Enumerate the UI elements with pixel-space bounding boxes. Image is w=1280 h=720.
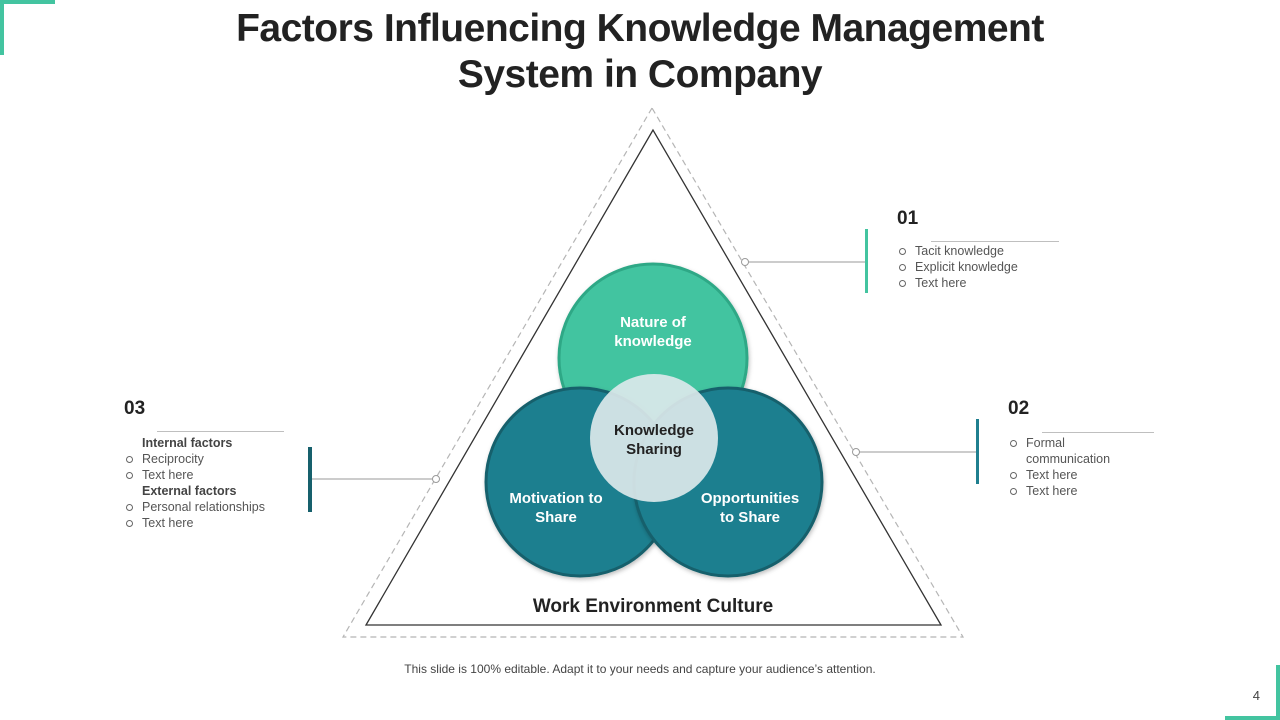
panel-02-list: Formal communication Text here Text here	[1008, 435, 1128, 499]
panel-01-item: Explicit knowledge	[897, 259, 1117, 275]
title-line-2: System in Company	[457, 53, 823, 96]
page-number: 4	[1252, 688, 1260, 703]
outer-dashed-triangle	[341, 106, 965, 638]
panel-01-number: 01	[897, 208, 919, 229]
panel-02-divider	[1042, 432, 1154, 433]
inner-triangle	[364, 128, 943, 626]
panel-03-number: 03	[124, 398, 146, 419]
panel-01-item: Tacit knowledge	[897, 243, 1117, 259]
circle-knowledge-sharing	[590, 374, 718, 502]
panel-03-divider	[157, 431, 284, 432]
panel-03-group-1-list: Reciprocity Text here	[124, 451, 304, 483]
panel-03-accent-bar	[308, 447, 312, 512]
panel-01: 01 Tacit knowledge Explicit knowledge Te…	[897, 208, 1117, 291]
panel-02-accent-bar	[976, 419, 979, 484]
panel-03-group-1-header: Internal factors	[142, 436, 233, 450]
panel-02-item: Text here	[1008, 467, 1128, 483]
title-line-1: Factors Influencing Knowledge Management	[236, 7, 1044, 50]
page-title: Factors Influencing Knowledge Management…	[140, 6, 1140, 98]
panel-02-item: Text here	[1008, 483, 1128, 499]
connector-01-dot	[741, 258, 749, 266]
panel-03-group-2-header: External factors	[142, 484, 237, 498]
panel-03-group-2-list: Personal relationships Text here	[124, 499, 304, 531]
panel-03-item: Personal relationships	[124, 499, 304, 515]
panel-02-item: Formal communication	[1008, 435, 1128, 467]
connector-02-dot	[852, 448, 860, 456]
panel-01-accent-bar	[865, 229, 868, 293]
footer-note: This slide is 100% editable. Adapt it to…	[404, 662, 876, 676]
panel-02-number: 02	[1008, 398, 1030, 419]
panel-03: 03 Internal factors Reciprocity Text her…	[124, 398, 304, 531]
panel-02: 02 Formal communication Text here Text h…	[1008, 398, 1168, 499]
panel-03-item: Reciprocity	[124, 451, 304, 467]
panel-01-list: Tacit knowledge Explicit knowledge Text …	[897, 243, 1117, 291]
label-work-environment-culture: Work Environment Culture	[533, 596, 773, 617]
panel-03-item: Text here	[124, 515, 304, 531]
panel-01-item: Text here	[897, 275, 1117, 291]
connector-03-dot	[432, 475, 440, 483]
panel-03-item: Text here	[124, 467, 304, 483]
panel-01-divider	[931, 241, 1059, 242]
